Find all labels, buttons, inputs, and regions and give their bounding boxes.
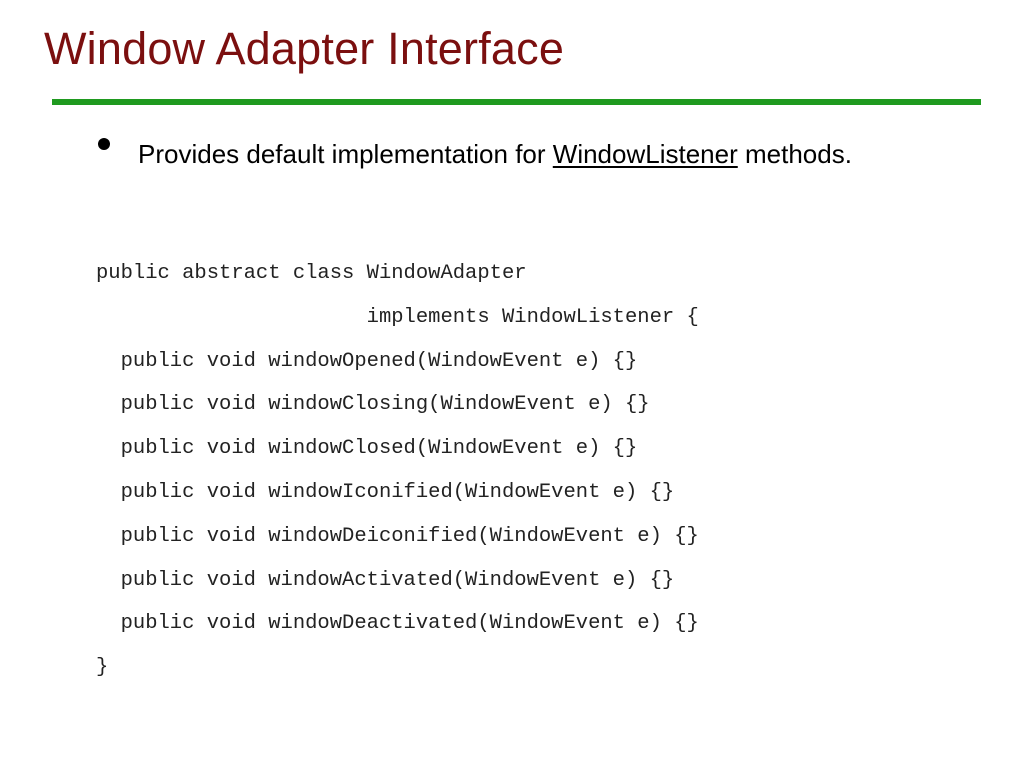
code-line: implements WindowListener {: [96, 305, 699, 329]
bullet-dot-icon: [98, 138, 110, 150]
title-divider: [52, 99, 981, 105]
code-line: public abstract class WindowAdapter: [96, 262, 527, 285]
code-line: public void windowIconified(WindowEvent …: [96, 480, 675, 504]
slide-title: Window Adapter Interface: [44, 23, 565, 74]
code-line: public void windowDeiconified(WindowEven…: [96, 524, 699, 548]
bullet-text-after: methods.: [737, 139, 852, 169]
code-line: public void windowActivated(WindowEvent …: [96, 568, 675, 592]
code-line: public void windowOpened(WindowEvent e) …: [96, 349, 638, 373]
code-line: public void windowClosed(WindowEvent e) …: [96, 437, 638, 461]
code-block: public abstract class WindowAdapter impl…: [96, 252, 699, 690]
code-line: public void windowDeactivated(WindowEven…: [96, 612, 699, 636]
code-line: }: [96, 656, 109, 680]
bullet-text-before: Provides default implementation for: [138, 139, 553, 169]
code-line: public void windowClosing(WindowEvent e)…: [96, 393, 650, 417]
windowlistener-link[interactable]: WindowListener: [552, 139, 738, 169]
bullet-text: Provides default implementation for Wind…: [138, 127, 938, 182]
